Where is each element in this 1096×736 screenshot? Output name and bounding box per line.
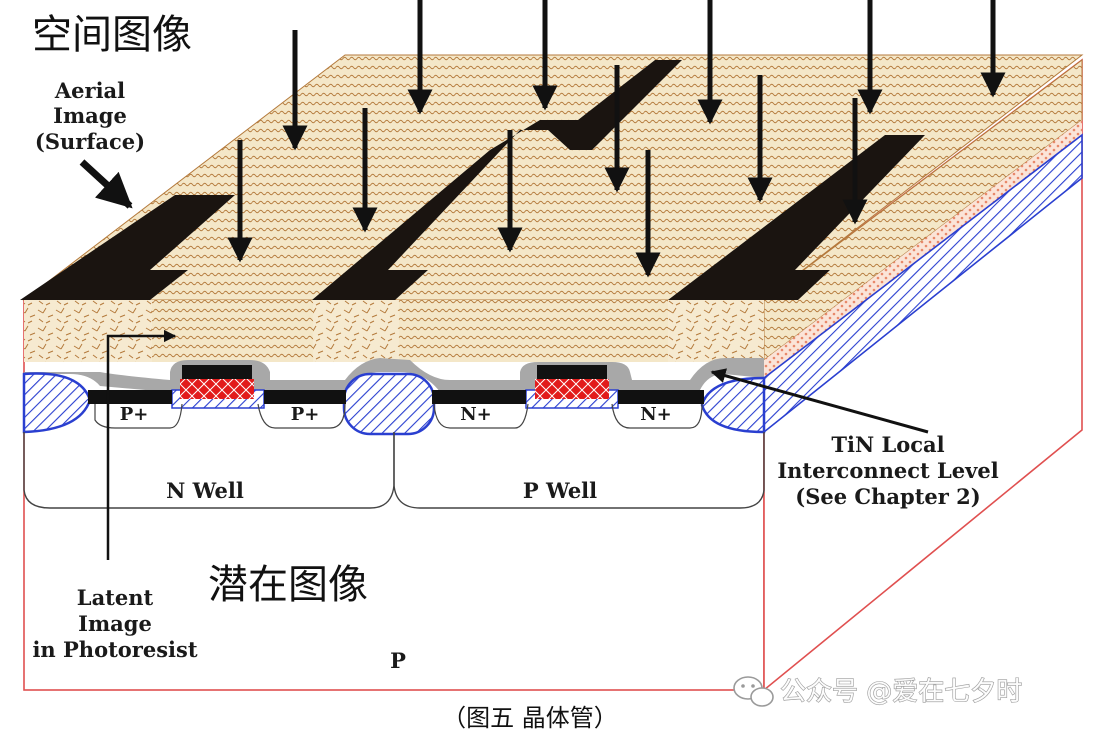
gate-stacks (180, 365, 609, 399)
watermark-text: 公众号 @爱在七夕时 (780, 677, 1022, 707)
svg-text:TiN Local: TiN Local (831, 432, 944, 457)
svg-text:Interconnect Level: Interconnect Level (777, 458, 998, 483)
svg-text:Aerial: Aerial (54, 78, 125, 103)
svg-text:Latent: Latent (77, 585, 154, 610)
aerial-callout-arrow (79, 159, 133, 209)
title-latent-cn: 潜在图像 (208, 562, 368, 608)
figure-caption: （图五 晶体管） (442, 704, 618, 732)
aerial-image-label: Aerial Image (Surface) (35, 78, 145, 154)
tin-interconnect (88, 390, 704, 404)
latent-image-label: Latent Image in Photoresist (32, 585, 197, 662)
mask-stripes (20, 60, 925, 300)
p-plus-right-label: P+ (291, 404, 320, 425)
svg-text:Image: Image (78, 611, 152, 636)
n-plus-right-label: N+ (640, 404, 672, 425)
tin-interconnect-label: TiN Local Interconnect Level (See Chapte… (777, 432, 998, 509)
exposure-arrows (227, 0, 1006, 278)
n-well-label: N Well (166, 478, 244, 503)
n-plus-left-label: N+ (460, 404, 492, 425)
watermark: 公众号 @爱在七夕时 (733, 676, 1023, 708)
svg-text:in Photoresist: in Photoresist (32, 637, 197, 662)
svg-text:(Surface): (Surface) (35, 129, 145, 154)
substrate-p-label: P (390, 648, 406, 673)
source-drain-regions (94, 403, 703, 429)
wells (23, 432, 765, 509)
svg-text:(See Chapter 2): (See Chapter 2) (795, 484, 980, 509)
callout-arrows (79, 159, 929, 560)
p-well-label: P Well (523, 478, 597, 503)
latent-callout-arrow (106, 329, 177, 560)
p-plus-left-label: P+ (120, 404, 149, 425)
title-aerial-cn: 空间图像 (32, 12, 192, 58)
wechat-logo-icon (733, 676, 774, 707)
resist-front-face (24, 300, 764, 362)
tin-callout-arrow (710, 368, 929, 434)
svg-text:Image: Image (53, 103, 127, 128)
